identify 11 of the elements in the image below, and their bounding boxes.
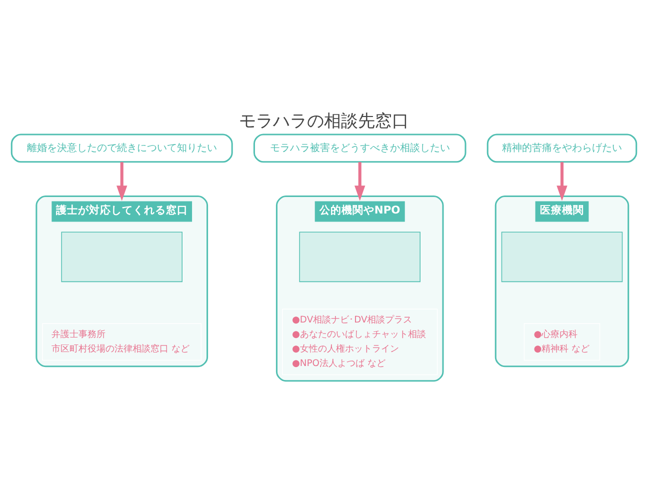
arrow (354, 162, 366, 201)
node-box: 精神的苦痛をやわらげたい (486, 134, 638, 163)
node-box: モラハラ被害をどうすべきか相談したい (253, 134, 466, 163)
node-box (299, 232, 420, 282)
node-box: 離婚を決意したので続きについて知りたい (10, 134, 233, 163)
node-box: ●DV相談ナビ･DV相談プラス ●あなたのいばしょチャット相談 ●女性の人権ホットライン ●NPO法人よつば など (282, 308, 438, 376)
node-box (501, 232, 623, 282)
arrow (116, 162, 128, 201)
diagram-title: モラハラの相談先窓口 (239, 110, 409, 131)
node-box (61, 232, 182, 282)
arrow (556, 162, 568, 201)
